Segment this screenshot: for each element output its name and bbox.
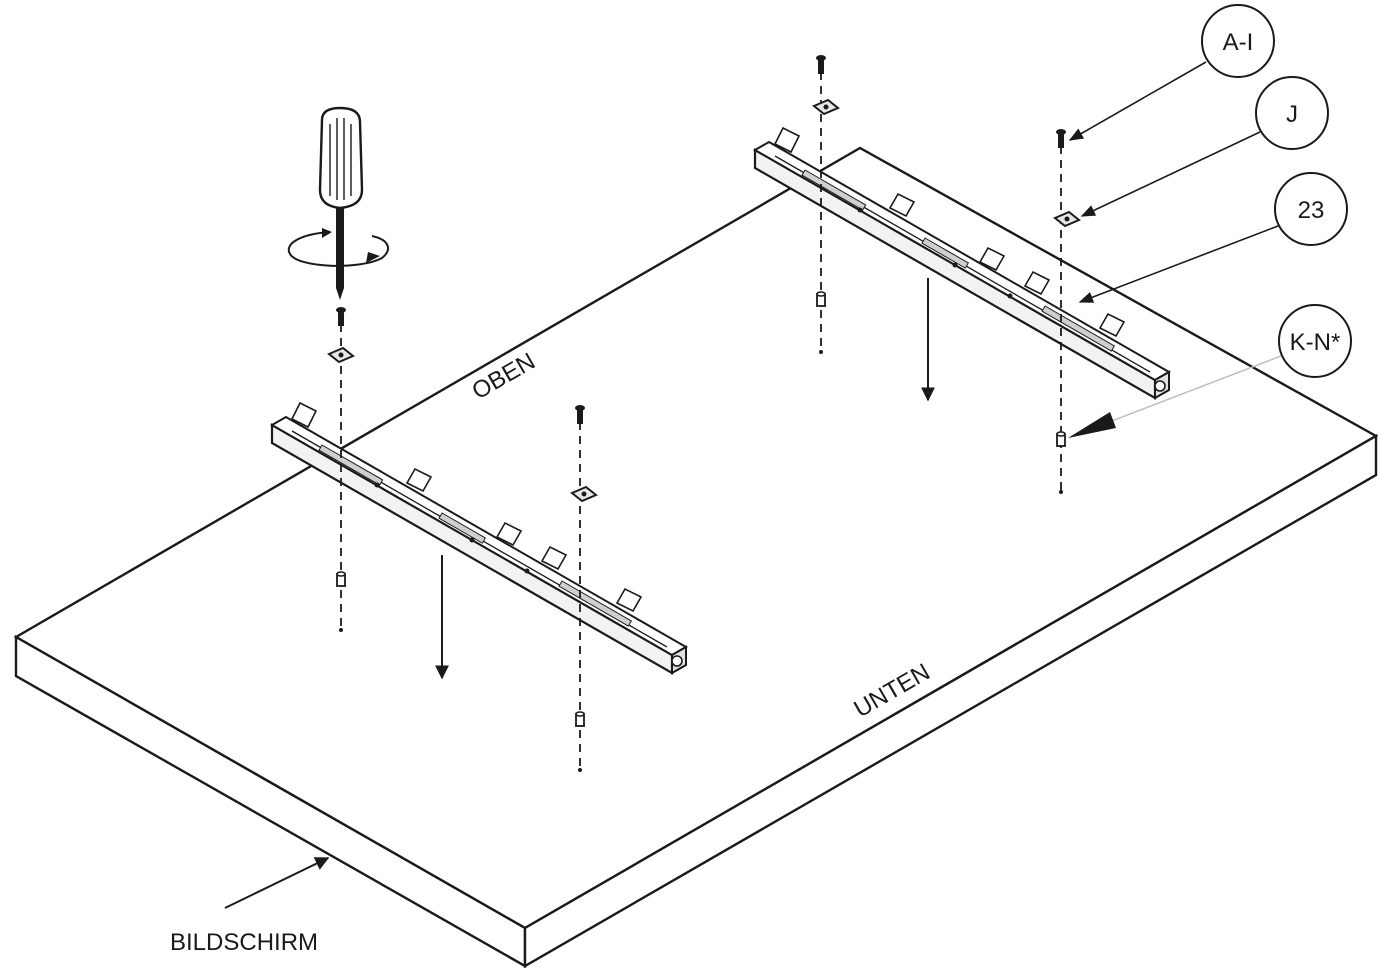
callout-j: J bbox=[1080, 76, 1329, 217]
callout-k-n-text: K-N* bbox=[1290, 329, 1341, 356]
callout-a-i: A-I bbox=[1068, 4, 1275, 141]
callout-j-text: J bbox=[1286, 101, 1298, 128]
rotation-arrow-icon bbox=[287, 228, 389, 267]
cropped-caption bbox=[110, 0, 830, 4]
label-screen: BILDSCHIRM bbox=[170, 929, 318, 956]
callout-23: 23 bbox=[1078, 172, 1348, 303]
callout-k-n: K-N* bbox=[1068, 304, 1352, 438]
hardware-stack-left-a bbox=[328, 307, 354, 632]
callout-a-i-text: A-I bbox=[1223, 29, 1254, 56]
callout-23-text: 23 bbox=[1298, 197, 1325, 224]
hardware-stack-right-a bbox=[813, 55, 839, 354]
hardware-stack-left-b bbox=[571, 405, 597, 772]
screwdriver-icon bbox=[318, 106, 364, 300]
screen-leader-arrow bbox=[224, 857, 330, 909]
display-panel bbox=[13, 146, 1379, 969]
hardware-stack-right-b bbox=[1054, 129, 1080, 494]
